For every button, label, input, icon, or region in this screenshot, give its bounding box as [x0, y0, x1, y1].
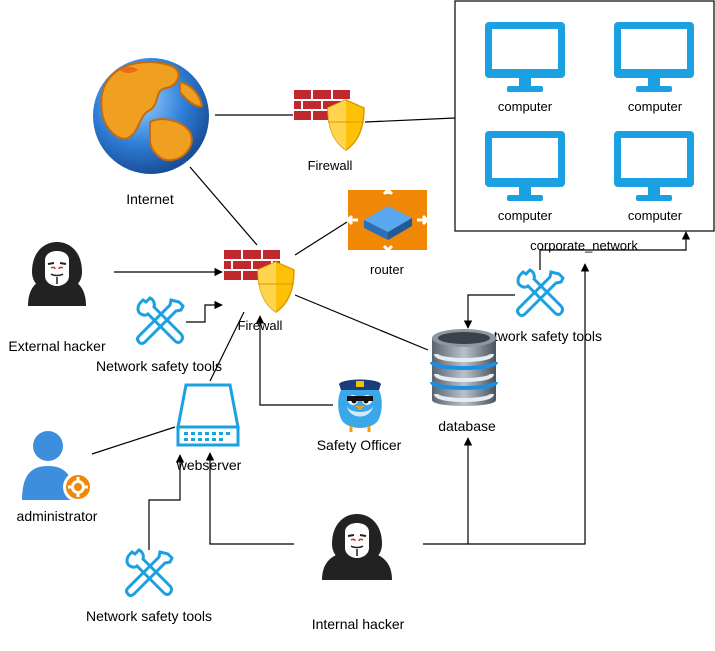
edge-internal-webserver — [205, 452, 294, 545]
edge-internal-database — [423, 437, 473, 545]
edge-officer-firewall — [255, 315, 333, 406]
tools-right-label: Network safety tools — [476, 328, 602, 344]
shield-icon — [327, 99, 365, 151]
gear-icon — [63, 472, 93, 502]
computer-4 — [614, 131, 694, 201]
edge-tools-database — [463, 294, 515, 329]
shield-icon — [257, 261, 295, 313]
database-icon — [430, 329, 498, 406]
connectors — [91, 114, 691, 550]
tools-icon — [125, 548, 174, 597]
computer-2 — [614, 22, 694, 92]
edge-firewall-router — [294, 221, 348, 256]
router-icon — [345, 187, 430, 253]
edge-tools-corporate — [539, 231, 691, 270]
tools-bottom-label: Network safety tools — [86, 608, 212, 624]
edge-admin-webserver — [91, 426, 176, 455]
internal-hacker-label: Internal hacker — [312, 616, 405, 632]
edge-firewall-top-corporate — [364, 117, 456, 123]
hacker-icon — [322, 514, 392, 580]
tools-icon — [136, 296, 185, 345]
external-hacker-label: External hacker — [8, 338, 106, 354]
internet-label: Internet — [126, 191, 174, 207]
admin-user-icon — [22, 431, 74, 500]
administrator-label: administrator — [17, 508, 98, 524]
firewall-main-label: Firewall — [238, 318, 283, 333]
safety-officer-label: Safety Officer — [317, 437, 402, 453]
globe-icon — [93, 58, 209, 174]
officer-icon — [338, 379, 382, 432]
hacker-icon — [28, 242, 86, 306]
computer-2-label: computer — [628, 99, 683, 114]
tools-left-label: Network safety tools — [96, 358, 222, 374]
webserver-icon — [176, 383, 240, 447]
edge-firewall-database — [294, 294, 429, 351]
webserver-label: webserver — [176, 457, 242, 473]
edge-firewall-webserver — [209, 311, 245, 382]
computer-3 — [485, 131, 565, 201]
corporate-network-label: corporate_network — [530, 238, 638, 253]
computer-3-label: computer — [498, 208, 553, 223]
computer-1-label: computer — [498, 99, 553, 114]
edge-tools-bottom-webserver — [148, 454, 185, 550]
computer-1 — [485, 22, 565, 92]
firewall-top-label: Firewall — [308, 158, 353, 173]
edge-internal-corporate — [468, 263, 590, 545]
edge-tools-firewall — [186, 300, 223, 323]
database-label: database — [438, 418, 496, 434]
router-label: router — [370, 262, 405, 277]
tools-icon — [516, 268, 565, 317]
computer-4-label: computer — [628, 208, 683, 223]
edge-internet-firewall-main — [189, 166, 258, 246]
